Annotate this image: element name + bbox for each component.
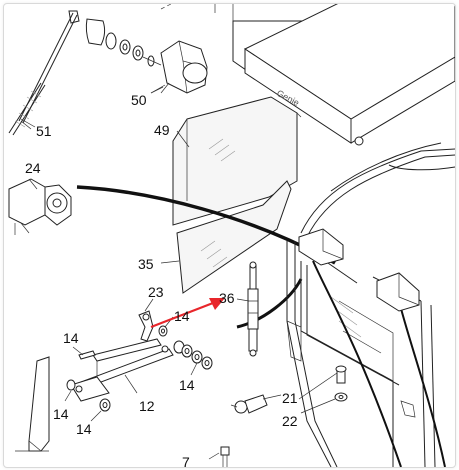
- cab-lamp-right: [376, 272, 420, 312]
- label-35: 35: [138, 256, 154, 272]
- knob-and-washers: [85, 18, 144, 61]
- cable-lower: [236, 278, 303, 329]
- label-14-pin: 14: [63, 330, 79, 346]
- label-21: 21: [282, 390, 298, 406]
- label-12: 12: [139, 398, 155, 414]
- window-glass-35: [176, 180, 292, 294]
- bolt-7: [220, 446, 230, 467]
- top-rod: [18, 10, 80, 124]
- label-14-left: 14: [53, 406, 69, 422]
- cab-frame: [286, 142, 455, 467]
- label-50: 50: [131, 92, 147, 108]
- lever-left: [15, 356, 50, 452]
- motor-24: [8, 178, 72, 235]
- bolt-22: [334, 365, 348, 402]
- label-14-bottom: 14: [76, 421, 92, 437]
- label-51: 51: [36, 123, 52, 139]
- washer-14-left: [66, 379, 76, 391]
- cab-roof-box: Genie: [214, 4, 455, 146]
- parts-exploded-diagram: Genie: [8, 4, 455, 467]
- label-23: 23: [148, 284, 164, 300]
- label-22: 22: [282, 413, 298, 429]
- switch-block-50: [142, 40, 208, 94]
- linkage-rod-12: [70, 338, 174, 402]
- label-14-washers: 14: [179, 377, 195, 393]
- label-49: 49: [154, 122, 170, 138]
- washers-14-row: [173, 340, 213, 370]
- label-24: 24: [25, 160, 41, 176]
- ball-joint-21: [230, 394, 268, 414]
- label-36: 36: [219, 290, 235, 306]
- diagram-frame: Genie: [3, 3, 456, 468]
- cab-lamp-left: [298, 228, 344, 266]
- label-14-upper: 14: [174, 308, 190, 324]
- washer-14-upper: [158, 325, 168, 337]
- washer-14-bottom: [99, 398, 111, 412]
- small-pin-14: [78, 350, 96, 360]
- gas-strut-36: [247, 261, 259, 357]
- leader-lines: [20, 84, 338, 460]
- highlight-arrow: [150, 298, 225, 329]
- label-7: 7: [182, 454, 190, 467]
- wiper-arm-51: [8, 82, 46, 136]
- bracket-23: [138, 310, 154, 342]
